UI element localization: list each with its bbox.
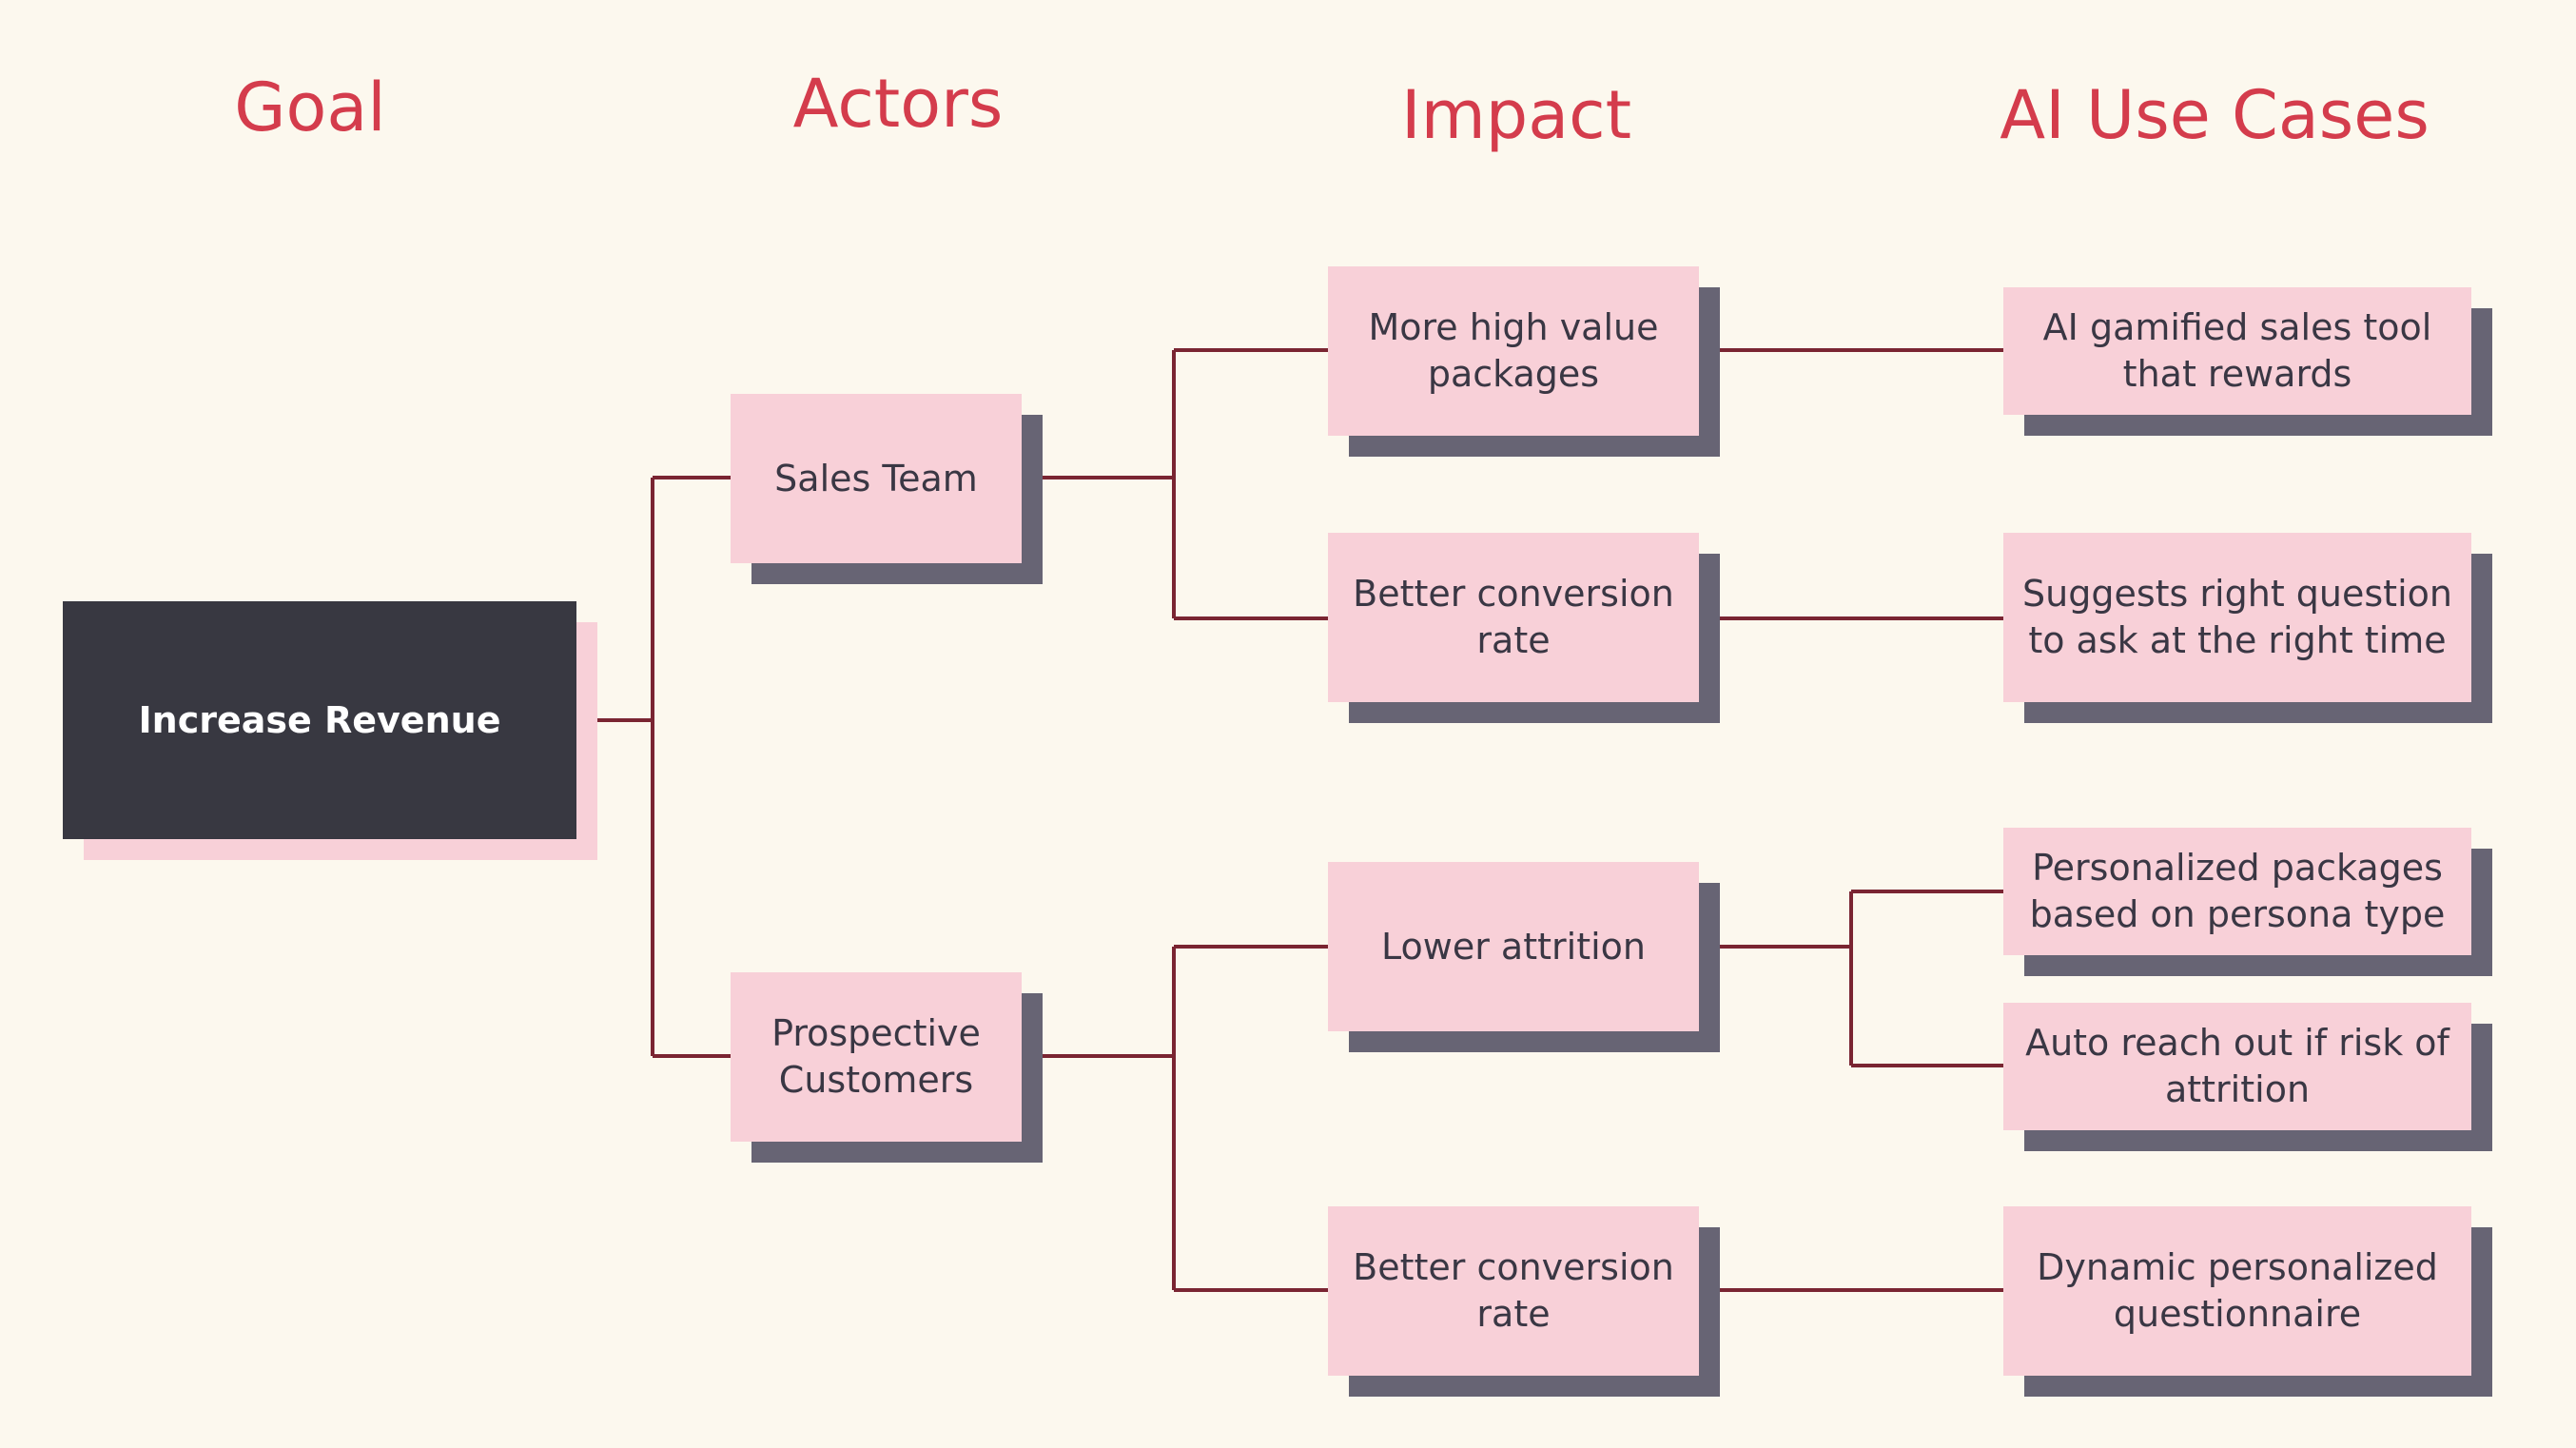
heading-goal: Goal <box>234 68 386 147</box>
connector-goal-actors <box>576 476 731 1058</box>
impact-lower-attrition-label: Lower attrition <box>1381 925 1646 968</box>
impact-more-high-value-packages-label: More high value packages <box>1368 306 1659 395</box>
goal-box: Increase Revenue <box>63 601 576 839</box>
usecase-gamified-sales-tool-label: AI gamified sales tool that rewards <box>2042 306 2432 395</box>
impact-better-conversion-rate-customers: Better conversion rate <box>1328 1206 1699 1376</box>
usecase-auto-reach-out-label: Auto reach out if risk of attrition <box>2025 1022 2449 1110</box>
heading-impact: Impact <box>1400 76 1632 154</box>
usecase-auto-reach-out: Auto reach out if risk of attrition <box>2003 1003 2471 1130</box>
impact-better-conversion-rate-sales-label: Better conversion rate <box>1353 573 1674 661</box>
usecase-suggests-right-question: Suggests right question to ask at the ri… <box>2003 533 2471 702</box>
impact-better-conversion-rate-sales: Better conversion rate <box>1328 533 1699 702</box>
connector-attrition-usecases <box>1699 890 2003 1067</box>
usecase-gamified-sales-tool: AI gamified sales tool that rewards <box>2003 287 2471 415</box>
usecase-dynamic-questionnaire: Dynamic personalized questionnaire <box>2003 1206 2471 1376</box>
usecase-personalized-packages-label: Personalized packages based on persona t… <box>2029 847 2446 935</box>
usecase-dynamic-questionnaire-label: Dynamic personalized questionnaire <box>2037 1246 2438 1335</box>
goal-label: Increase Revenue <box>138 698 501 741</box>
impact-more-high-value-packages: More high value packages <box>1328 266 1699 436</box>
actor-prospective-customers-label: Prospective Customers <box>771 1012 981 1101</box>
usecase-suggests-right-question-label: Suggests right question to ask at the ri… <box>2022 573 2452 661</box>
impact-lower-attrition: Lower attrition <box>1328 862 1699 1031</box>
heading-actors: Actors <box>792 65 1004 143</box>
impact-better-conversion-rate-customers-label: Better conversion rate <box>1353 1246 1674 1335</box>
connector-customers-impacts <box>1022 945 1328 1292</box>
actor-prospective-customers: Prospective Customers <box>731 972 1022 1142</box>
connector-sales-impacts <box>1022 348 1328 620</box>
heading-ai-use-cases: AI Use Cases <box>2000 76 2430 154</box>
usecase-personalized-packages: Personalized packages based on persona t… <box>2003 828 2471 955</box>
actor-sales-team: Sales Team <box>731 394 1022 563</box>
actor-sales-team-label: Sales Team <box>774 457 978 499</box>
